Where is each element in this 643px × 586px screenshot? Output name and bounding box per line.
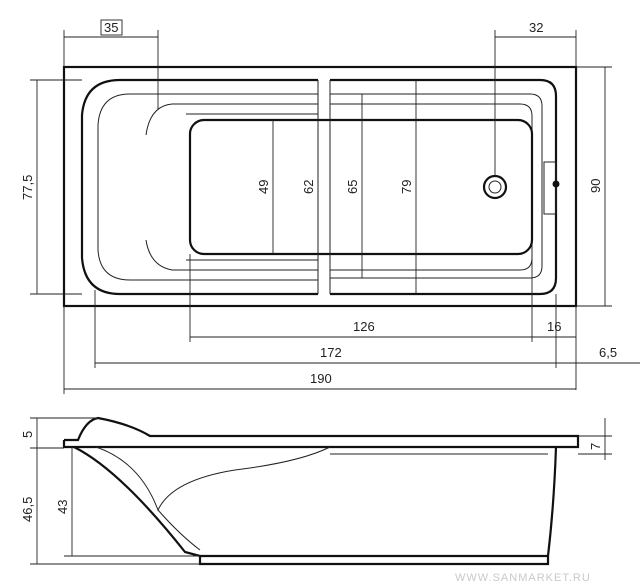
drain-outer-ring — [482, 174, 508, 200]
dim-46-5-label: 46,5 — [20, 497, 35, 522]
drain-offset-label: 32 — [529, 20, 543, 35]
headrest-contour — [97, 93, 318, 281]
tub-outer-rim — [62, 65, 578, 308]
tub-floor-outline — [188, 118, 534, 256]
dim-6-5-label: 6,5 — [599, 345, 617, 360]
basin-contour-outer — [330, 93, 543, 279]
side-headrest — [64, 416, 330, 442]
dim-16-label: 16 — [547, 319, 561, 334]
overflow-fitting — [543, 161, 557, 215]
tub-inner-outline-left — [80, 78, 318, 296]
dim-7-label: 7 — [588, 443, 603, 450]
watermark: WWW.SANMARKET.RU — [455, 572, 591, 584]
dim-126-label: 126 — [353, 319, 375, 334]
dim-62-label: 62 — [301, 180, 316, 194]
basin-contour-mid — [330, 103, 533, 271]
dim-190-label: 190 — [310, 371, 332, 386]
side-base — [198, 556, 550, 566]
side-rim — [62, 434, 580, 449]
right-depth-label: 90 — [588, 179, 603, 193]
headrest-dim-label: 35 — [104, 20, 118, 35]
overflow-hole — [552, 180, 560, 188]
side-view: 5 46,5 43 7 — [20, 416, 612, 566]
seat-contour — [145, 103, 318, 271]
dim-43-label: 43 — [55, 500, 70, 514]
tub-inner-outline-right — [330, 78, 558, 296]
headrest-dim-box — [100, 19, 123, 36]
dim-5-label: 5 — [20, 431, 35, 438]
dim-49-label: 49 — [256, 180, 271, 194]
plan-view: 35 32 77,5 90 49 62 65 79 126 16 — [20, 19, 640, 394]
dim-79-label: 79 — [399, 180, 414, 194]
dim-65-label: 65 — [345, 180, 360, 194]
side-inner-backrest — [95, 446, 331, 512]
drain-inner-ring — [488, 180, 502, 194]
dim-172-label: 172 — [320, 345, 342, 360]
left-depth-label: 77,5 — [20, 175, 35, 200]
side-body-outline — [73, 446, 558, 558]
